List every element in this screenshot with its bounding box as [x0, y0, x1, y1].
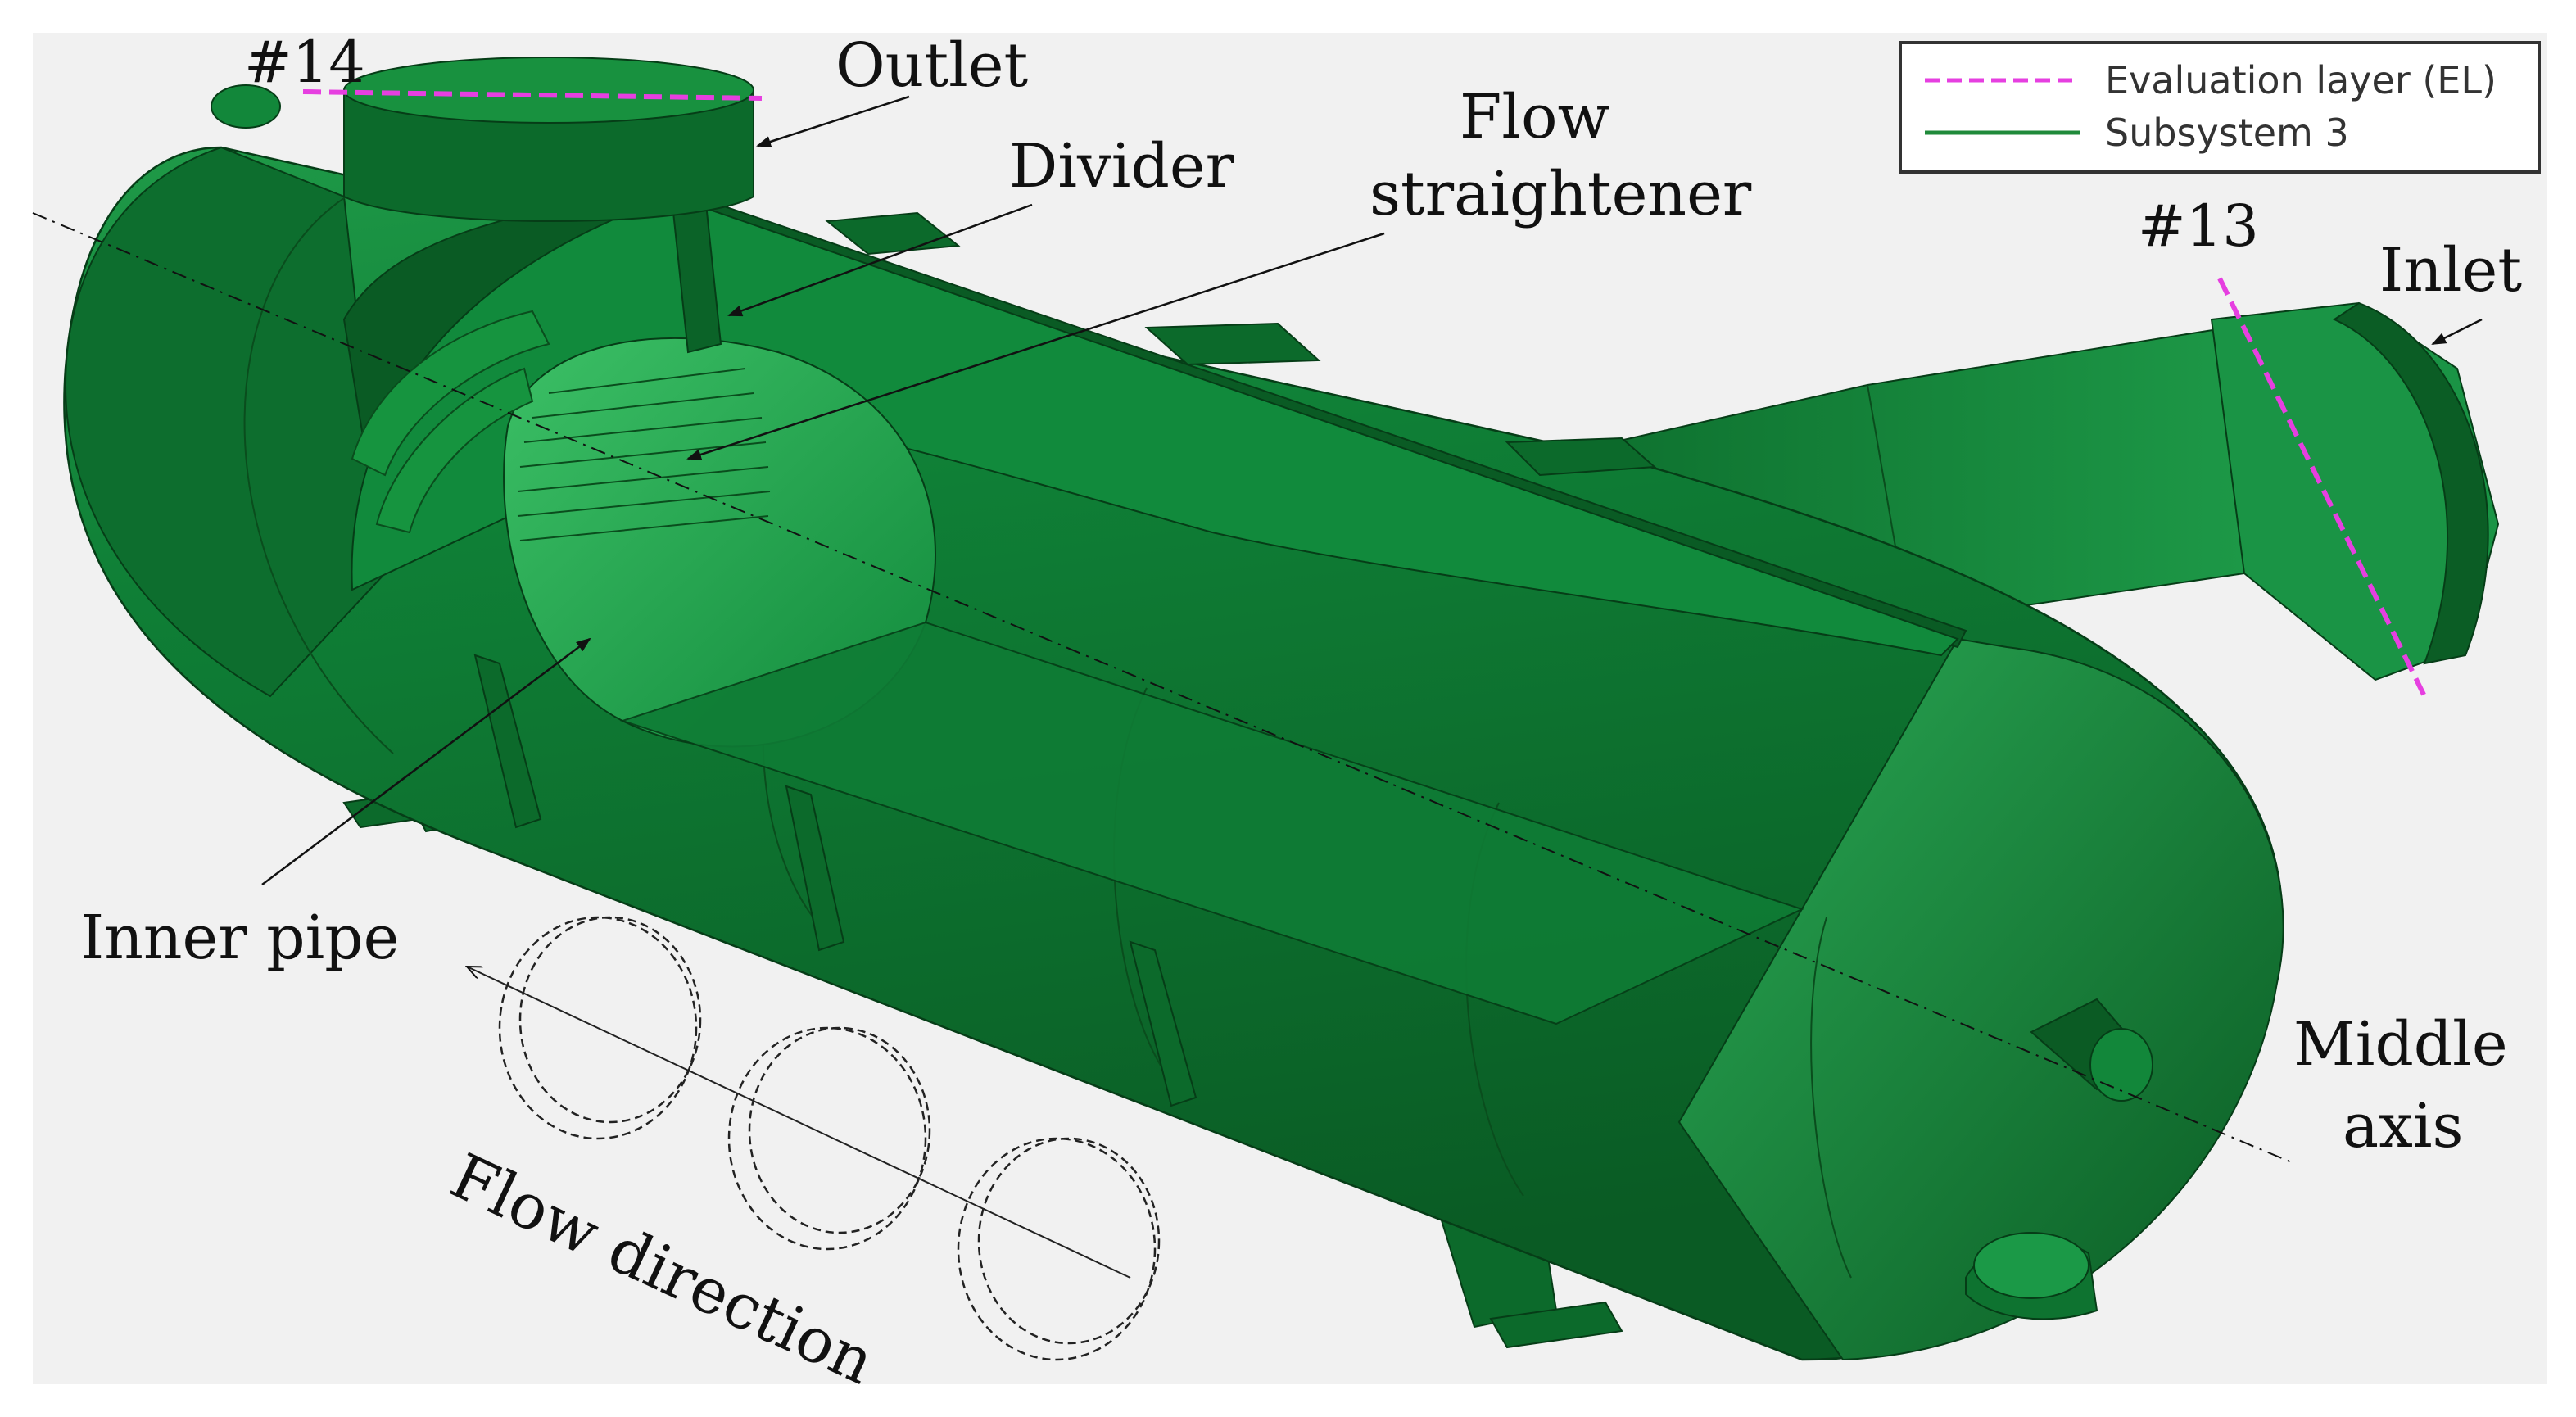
marker-13-label: #13: [2138, 192, 2259, 260]
middle-axis-label-2: axis: [2343, 1091, 2464, 1161]
inner-pipe-label: Inner pipe: [80, 903, 399, 973]
flow-straightener-label-1: Flow: [1460, 82, 1609, 152]
evaluation-layer-14: [302, 89, 763, 101]
inlet-label: Inlet: [2379, 235, 2522, 306]
nozzles: [211, 84, 2153, 1320]
outlet-pipe: [343, 57, 754, 222]
legend-box: [1899, 41, 2541, 174]
leader-arrows: [261, 95, 2483, 885]
outlet-label: Outlet: [835, 30, 1029, 101]
marker-14-label: #14: [244, 29, 365, 96]
legend: Evaluation layer (EL) Subsystem 3: [1899, 41, 2541, 174]
middle-axis-label-1: Middle: [2293, 1009, 2508, 1080]
legend-label-subsystem-3: Subsystem 3: [2105, 111, 2349, 155]
flow-straightener-slats: [517, 368, 771, 541]
middle-axis-line: [32, 212, 2294, 1164]
divider-label: Divider: [1009, 131, 1235, 201]
cutaway-section: [342, 187, 1967, 1025]
legend-label-evaluation-layer: Evaluation layer (EL): [2105, 58, 2497, 102]
flow-direction-symbol: [467, 916, 1161, 1361]
flow-straightener-label-2: straightener: [1369, 159, 1752, 229]
